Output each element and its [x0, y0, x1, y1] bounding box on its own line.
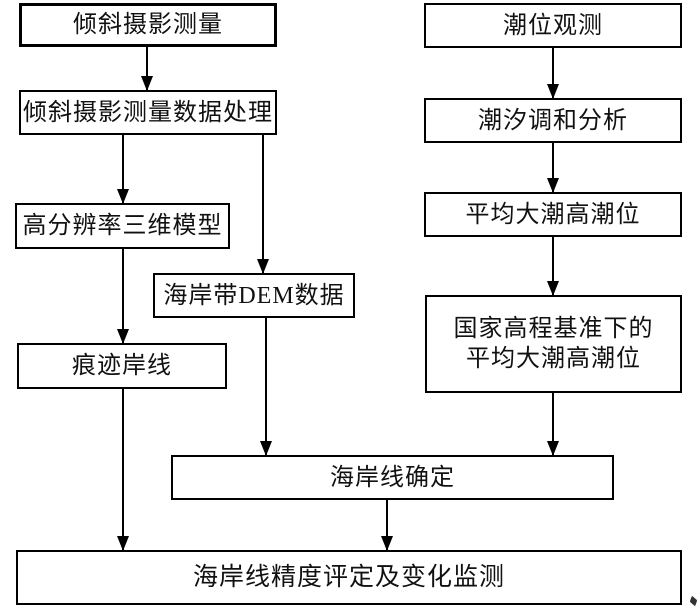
arrow-determination-to-monitoring [381, 500, 393, 551]
node-label-line2: 平均大潮高潮位 [466, 346, 641, 372]
arrow-processing-to-dem-data [257, 135, 269, 274]
node-oblique-photogrammetry: 倾斜摄影测量 [19, 3, 277, 47]
node-label: 平均大潮高潮位 [465, 201, 641, 228]
node-label: 倾斜摄影测量 [73, 12, 223, 38]
node-tidal-harmonic-analysis: 潮汐调和分析 [424, 98, 682, 143]
arrow-trace-shoreline-to-monitoring [117, 389, 129, 551]
node-coastal-dem-data: 海岸带DEM数据 [153, 273, 355, 318]
node-oblique-data-processing: 倾斜摄影测量数据处理 [19, 90, 277, 135]
node-label: 潮汐调和分析 [478, 107, 628, 134]
node-high-res-3d-model: 高分辨率三维模型 [15, 203, 230, 249]
node-trace-shoreline: 痕迹岸线 [17, 343, 227, 389]
node-accuracy-and-change-monitoring: 海岸线精度评定及变化监测 [16, 550, 682, 605]
node-label: 倾斜摄影测量数据处理 [23, 99, 273, 126]
arrow-processing-to-3d-model [117, 135, 129, 204]
scan-artifact-mark [689, 595, 698, 607]
node-label: 海岸线确定 [330, 464, 455, 491]
arrow-harmonic-analysis-to-spring-tide [547, 143, 559, 193]
node-shoreline-determination: 海岸线确定 [171, 455, 614, 500]
node-label-line1: 国家高程基准下的 [453, 316, 654, 342]
node-mean-spring-high-tide: 平均大潮高潮位 [424, 192, 682, 237]
arrow-national-datum-to-determination [547, 393, 559, 456]
arrow-spring-tide-to-national-datum [547, 237, 559, 296]
node-tide-observation: 潮位观测 [424, 3, 682, 48]
node-national-datum-tide: 国家高程基准下的 平均大潮高潮位 [425, 295, 682, 393]
node-label: 高分辨率三维模型 [22, 213, 223, 239]
arrow-3d-model-to-trace-shoreline [117, 249, 129, 344]
node-label: 海岸线精度评定及变化监测 [192, 563, 505, 591]
arrow-photogrammetry-to-processing [141, 47, 153, 91]
node-label: 痕迹岸线 [72, 353, 172, 379]
node-label: 潮位观测 [503, 12, 603, 39]
arrow-dem-data-to-determination [260, 318, 272, 456]
arrow-observation-to-harmonic-analysis [547, 48, 559, 99]
node-label: 海岸带DEM数据 [163, 282, 345, 309]
